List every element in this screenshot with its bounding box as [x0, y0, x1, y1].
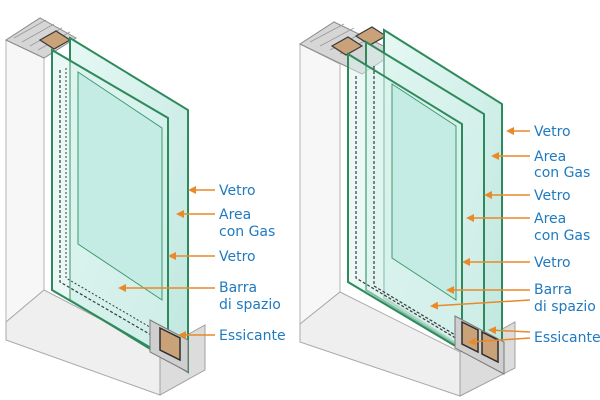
right-label-gas-area-a2: con Gas — [534, 165, 590, 181]
left-label-gas-area-1: Area — [219, 207, 251, 223]
right-label-desiccant: Essicante — [534, 330, 600, 346]
left-frame-side — [5, 39, 45, 324]
right-arrow-desiccant-1 — [488, 326, 531, 335]
left-frame-top-section — [4, 17, 77, 59]
right-label-glass-3: Vetro — [534, 255, 571, 271]
right-window — [298, 21, 516, 397]
right-callouts: Vetro Area con Gas Vetro Area con Gas Ve… — [430, 124, 600, 346]
right-spacer-bar-2 — [373, 66, 481, 351]
right-arrow-desiccant-2 — [468, 337, 531, 346]
right-label-glass-2: Vetro — [534, 188, 571, 204]
left-label-spacer-2: di spazio — [219, 297, 281, 313]
left-label-glass-inner: Vetro — [219, 249, 256, 265]
left-window — [4, 17, 206, 396]
right-label-gas-area-b1: Area — [534, 211, 566, 227]
right-label-glass-1: Vetro — [534, 124, 571, 140]
right-spacer-bar-1 — [355, 76, 463, 343]
right-label-spacer-2: di spazio — [534, 299, 596, 315]
left-spacer-bar — [59, 70, 171, 347]
left-sight-area — [77, 71, 163, 301]
left-label-glass-outer: Vetro — [219, 183, 256, 199]
right-label-gas-area-a1: Area — [534, 149, 566, 165]
right-frame-side — [299, 43, 341, 326]
left-spacer-bar-2 — [65, 68, 173, 341]
right-sight-area — [391, 83, 457, 301]
left-bottom-desiccant — [159, 326, 181, 362]
left-label-gas-area-2: con Gas — [219, 224, 275, 240]
left-label-spacer-1: Barra — [219, 280, 257, 296]
left-callouts: Vetro Area con Gas Vetro Barra di spazio… — [118, 183, 286, 344]
right-bottom-desiccant-2 — [481, 330, 499, 364]
left-label-desiccant: Essicante — [219, 328, 286, 344]
right-label-spacer-1: Barra — [534, 282, 572, 298]
right-label-gas-area-b2: con Gas — [534, 228, 590, 244]
right-arrow-spacer-2 — [430, 299, 531, 310]
right-top-spacer-1 — [330, 36, 364, 56]
